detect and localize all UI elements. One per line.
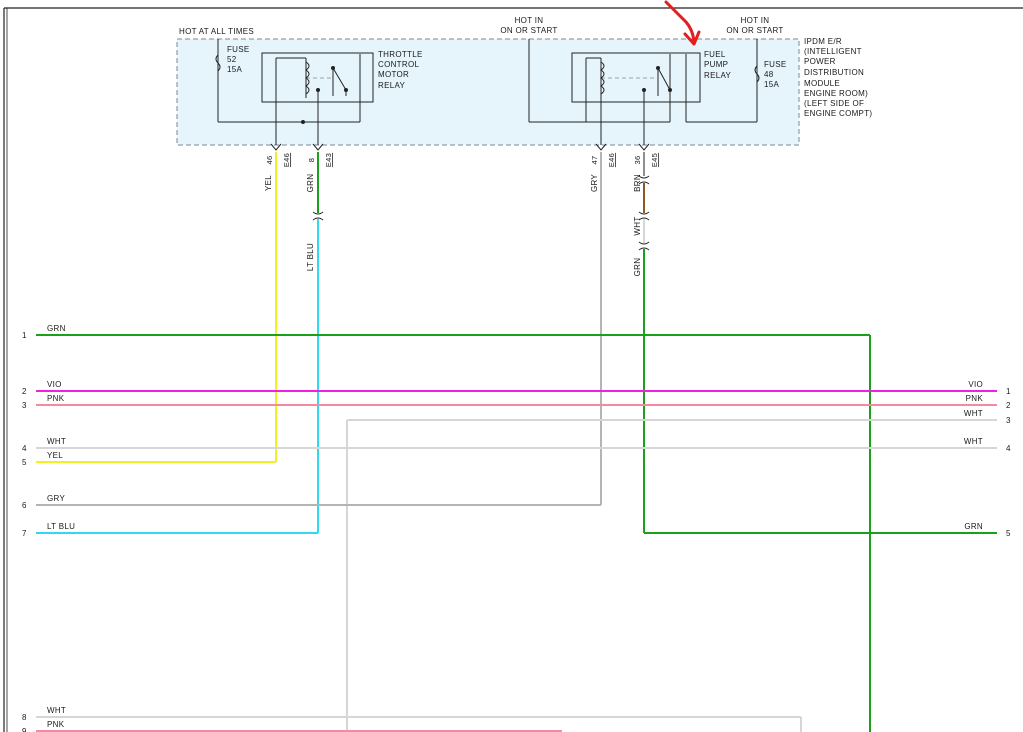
- hot-in-label-2a: HOT IN: [741, 16, 770, 25]
- pin-36-number: 36: [633, 156, 642, 165]
- svg-text:7: 7: [22, 529, 27, 538]
- svg-text:2: 2: [22, 387, 27, 396]
- svg-text:GRY: GRY: [47, 494, 65, 503]
- throttle-relay-label-3: MOTOR: [378, 70, 409, 79]
- wire-label-wht: WHT: [633, 216, 642, 235]
- svg-text:9: 9: [22, 727, 27, 732]
- contact-dot: [331, 66, 335, 70]
- svg-text:GRN: GRN: [964, 522, 983, 531]
- contact-dot: [668, 88, 672, 92]
- pin-47-number: 47: [590, 156, 599, 165]
- svg-text:3: 3: [1006, 416, 1011, 425]
- svg-text:1: 1: [22, 331, 27, 340]
- junction-dot: [316, 88, 320, 92]
- ipdm-module-box: [176, 38, 800, 146]
- svg-text:PNK: PNK: [47, 394, 65, 403]
- svg-text:GRN: GRN: [47, 324, 66, 333]
- throttle-relay-label-1: THROTTLE: [378, 50, 423, 59]
- svg-text:2: 2: [1006, 401, 1011, 410]
- throttle-relay-label-2: CONTROL: [378, 60, 419, 69]
- contact-dot: [344, 88, 348, 92]
- svg-text:IPDM E/R: IPDM E/R: [804, 37, 842, 46]
- svg-text:PNK: PNK: [47, 720, 65, 729]
- svg-text:MODULE: MODULE: [804, 79, 840, 88]
- fuel-relay-label-1: FUEL: [704, 50, 726, 59]
- pin-46-number: 46: [265, 156, 274, 165]
- junction-dot: [301, 120, 305, 124]
- fuel-relay-label-3: RELAY: [704, 71, 732, 80]
- svg-text:4: 4: [1006, 444, 1011, 453]
- left-row-labels: GRN VIO PNK WHT YEL GRY LT BLU WHT PNK: [47, 324, 75, 729]
- throttle-relay-coil: [305, 61, 310, 95]
- connector-e46-left: E46: [282, 153, 291, 167]
- svg-text:WHT: WHT: [47, 706, 66, 715]
- wire-label-ltblu: LT BLU: [306, 243, 315, 271]
- fuse-right-label: FUSE: [764, 60, 787, 69]
- svg-text:(LEFT SIDE OF: (LEFT SIDE OF: [804, 99, 864, 108]
- right-row-numbers: 1 2 3 4 5: [1006, 387, 1011, 538]
- throttle-relay-label-4: RELAY: [378, 81, 406, 90]
- pin-terminals: [270, 143, 650, 151]
- fuse-left-rating: 15A: [227, 65, 242, 74]
- wire-label-grn: GRN: [306, 174, 315, 193]
- svg-text:8: 8: [22, 713, 27, 722]
- svg-text:5: 5: [22, 458, 27, 467]
- svg-text:WHT: WHT: [964, 437, 983, 446]
- ipdm-label: IPDM E/R (INTELLIGENT POWER DISTRIBUTION…: [804, 37, 872, 118]
- hot-in-label-1b: ON OR START: [500, 26, 557, 35]
- svg-text:PNK: PNK: [966, 394, 984, 403]
- connector-e46-right: E46: [607, 153, 616, 167]
- left-row-numbers: 1 2 3 4 5 6 7 8 9: [22, 331, 27, 732]
- fuse-left-label: FUSE: [227, 45, 250, 54]
- connector-e43: E43: [324, 153, 333, 167]
- pin-8-number: 8: [307, 158, 316, 162]
- svg-text:ENGINE ROOM): ENGINE ROOM): [804, 89, 868, 98]
- annotation-arrow: [664, 0, 696, 44]
- annotation-arrowhead: [683, 30, 701, 46]
- right-row-labels: VIO PNK WHT WHT GRN: [964, 380, 983, 531]
- svg-text:3: 3: [22, 401, 27, 410]
- fuse-left-number: 52: [227, 55, 237, 64]
- connector-e45: E45: [650, 153, 659, 167]
- svg-text:WHT: WHT: [964, 409, 983, 418]
- svg-text:4: 4: [22, 444, 27, 453]
- fuse-48-symbol: [754, 65, 760, 83]
- inline-connectors: [312, 175, 650, 251]
- svg-text:YEL: YEL: [47, 451, 63, 460]
- hot-in-label-2b: ON OR START: [726, 26, 783, 35]
- wire-label-grn-right: GRN: [633, 258, 642, 277]
- svg-text:5: 5: [1006, 529, 1011, 538]
- svg-text:WHT: WHT: [47, 437, 66, 446]
- svg-text:1: 1: [1006, 387, 1011, 396]
- wire-label-brn: BRN: [633, 174, 642, 192]
- fuse-52-symbol: [215, 54, 221, 72]
- svg-text:(INTELLIGENT: (INTELLIGENT: [804, 47, 862, 56]
- hot-at-all-times-label: HOT AT ALL TIMES: [179, 27, 254, 36]
- contact-dot: [656, 66, 660, 70]
- junction-dot: [642, 88, 646, 92]
- hot-in-label-1a: HOT IN: [515, 16, 544, 25]
- fuel-relay-label-2: PUMP: [704, 60, 728, 69]
- svg-text:POWER: POWER: [804, 57, 836, 66]
- svg-text:6: 6: [22, 501, 27, 510]
- svg-text:VIO: VIO: [47, 380, 62, 389]
- wire-label-yel: YEL: [264, 175, 273, 191]
- svg-text:ENGINE COMPT): ENGINE COMPT): [804, 109, 872, 118]
- wire-label-gry: GRY: [590, 174, 599, 192]
- svg-text:LT BLU: LT BLU: [47, 522, 75, 531]
- fuel-relay-coil: [600, 61, 605, 95]
- svg-text:DISTRIBUTION: DISTRIBUTION: [804, 68, 864, 77]
- svg-text:VIO: VIO: [968, 380, 983, 389]
- fuse-right-rating: 15A: [764, 80, 779, 89]
- fuse-right-number: 48: [764, 70, 774, 79]
